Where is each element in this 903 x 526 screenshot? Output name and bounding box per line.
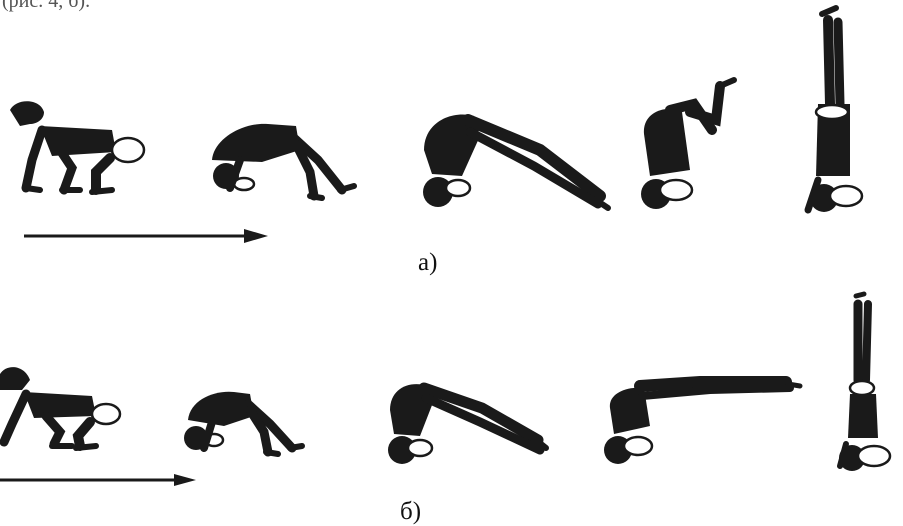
figure-b3-pike	[388, 384, 546, 464]
caption-a: а)	[418, 249, 437, 277]
sequence-b: б)	[0, 290, 903, 522]
figure-a5-headstand	[808, 8, 862, 212]
figure-b4-straight-leg	[604, 382, 800, 464]
sequence-a-illustration	[0, 0, 903, 290]
direction-arrow-a	[24, 229, 268, 243]
figure-a2-head-to-mat	[212, 124, 354, 198]
sequence-b-illustration	[0, 290, 903, 522]
sequence-a: а)	[0, 0, 903, 290]
figure-a4-tuck-up	[641, 80, 734, 209]
figure-b5-headstand	[839, 294, 890, 471]
figure-a1-crouch	[10, 101, 144, 192]
figure-b1-crouch	[0, 367, 120, 448]
figure-b2-head-to-mat	[184, 392, 302, 454]
direction-arrow-b	[0, 474, 196, 486]
figure-a3-pike	[423, 114, 608, 208]
